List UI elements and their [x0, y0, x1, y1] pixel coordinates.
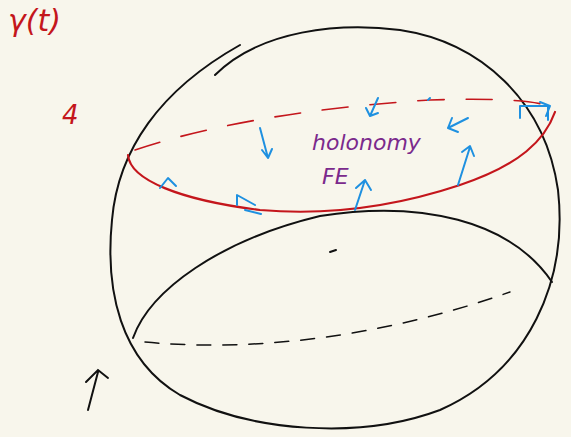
sphere-outline: [110, 27, 559, 428]
pointer-arrow: [86, 370, 108, 410]
equator-front: [133, 211, 552, 338]
curve-front: [128, 112, 555, 212]
holonomy-symbol: FE: [322, 166, 349, 188]
curve-note: 4: [62, 102, 79, 128]
dot-mark: [330, 250, 336, 252]
curve-name: γ(t): [8, 6, 61, 36]
vector-field: [160, 98, 550, 214]
holonomy-label: holonomy: [312, 132, 421, 154]
equator-back: [145, 292, 510, 345]
